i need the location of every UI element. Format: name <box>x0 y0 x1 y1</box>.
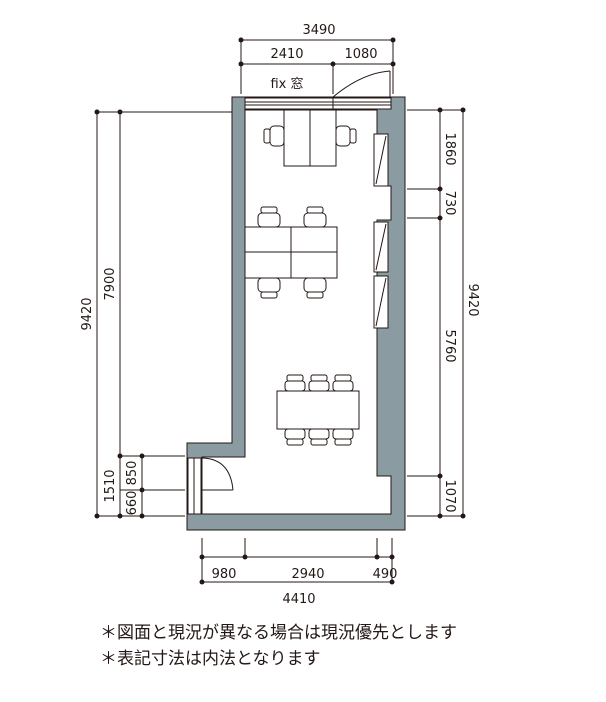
dim-left-small-b: 660 <box>125 491 140 516</box>
notes: ＊図面と現況が異なる場合は現況優先とします ＊表記寸法は内法となります <box>100 620 457 672</box>
right-window-2 <box>373 221 389 273</box>
right-window-1 <box>373 133 389 187</box>
dim-top-total: 3490 <box>302 23 335 38</box>
dim-bottom-a: 980 <box>212 567 237 582</box>
dim-right-2: 730 <box>442 191 457 216</box>
dim-left-lower: 1510 <box>103 469 118 502</box>
entrance-door <box>187 457 234 515</box>
desk-group-middle <box>244 206 338 299</box>
dim-left: 9420 7900 1510 850 660 <box>80 109 232 519</box>
dim-bottom: 980 2940 490 4410 <box>199 538 398 607</box>
dim-left-total: 9420 <box>80 297 95 330</box>
dim-bottom-total: 4410 <box>282 592 315 607</box>
meeting-table <box>276 374 360 446</box>
desk-group-top <box>263 109 357 167</box>
dim-left-small-a: 850 <box>125 461 140 486</box>
note-1: ＊図面と現況が異なる場合は現況優先とします <box>100 623 457 643</box>
dim-bottom-b: 2940 <box>291 567 324 582</box>
dim-right: 1860 730 5760 1070 9420 <box>407 107 480 519</box>
note-2: ＊表記寸法は内法となります <box>100 649 321 669</box>
right-window-3 <box>373 275 389 329</box>
fix-window <box>244 97 392 110</box>
dim-top: 3490 2410 1080 fix 窓 <box>238 23 396 94</box>
dim-right-3: 5760 <box>442 329 457 362</box>
dim-top-right: 1080 <box>344 47 377 62</box>
door-swing-top <box>332 70 391 98</box>
dim-right-4: 1070 <box>442 479 457 512</box>
dim-left-upper: 7900 <box>103 267 118 300</box>
dim-right-total: 9420 <box>465 283 480 316</box>
dim-bottom-c: 490 <box>373 567 398 582</box>
floor-plan: 3490 2410 1080 fix 窓 9420 7900 1510 850 … <box>80 23 480 607</box>
window-label: fix 窓 <box>270 76 303 92</box>
dim-right-1: 1860 <box>442 132 457 165</box>
dim-top-left: 2410 <box>270 47 303 62</box>
